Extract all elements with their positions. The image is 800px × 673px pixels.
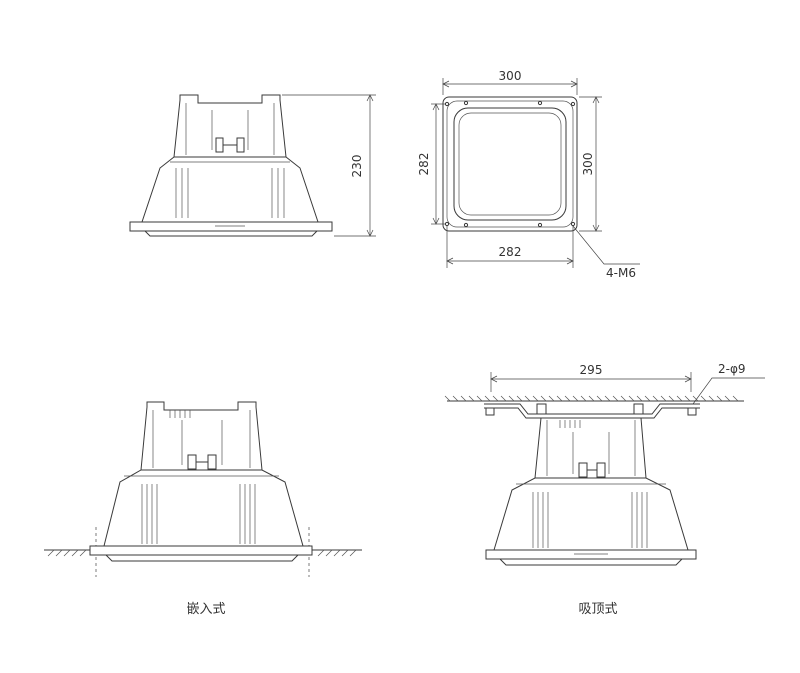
top-width-label: 300 bbox=[499, 69, 522, 83]
recessed-caption: 嵌入式 bbox=[186, 602, 225, 617]
side-height-label: 230 bbox=[350, 155, 364, 178]
top-height-label: 300 bbox=[581, 153, 595, 176]
side-elevation-view: 230 bbox=[129, 94, 376, 237]
ceiling-caption: 吸顶式 bbox=[578, 602, 617, 617]
top-plan-view: 300 300 282 282 4-M6 bbox=[417, 69, 640, 280]
bolt-callout-label: 4-M6 bbox=[606, 266, 636, 280]
mount-span-label: 295 bbox=[580, 363, 603, 377]
top-inner-width-label: 282 bbox=[499, 245, 522, 259]
hole-callout-label: 2-φ9 bbox=[718, 362, 746, 376]
recessed-mount-view: 嵌入式 bbox=[44, 401, 362, 617]
top-inner-height-label: 282 bbox=[417, 153, 431, 176]
surface-mount-view: 295 2-φ9 bbox=[444, 362, 765, 617]
